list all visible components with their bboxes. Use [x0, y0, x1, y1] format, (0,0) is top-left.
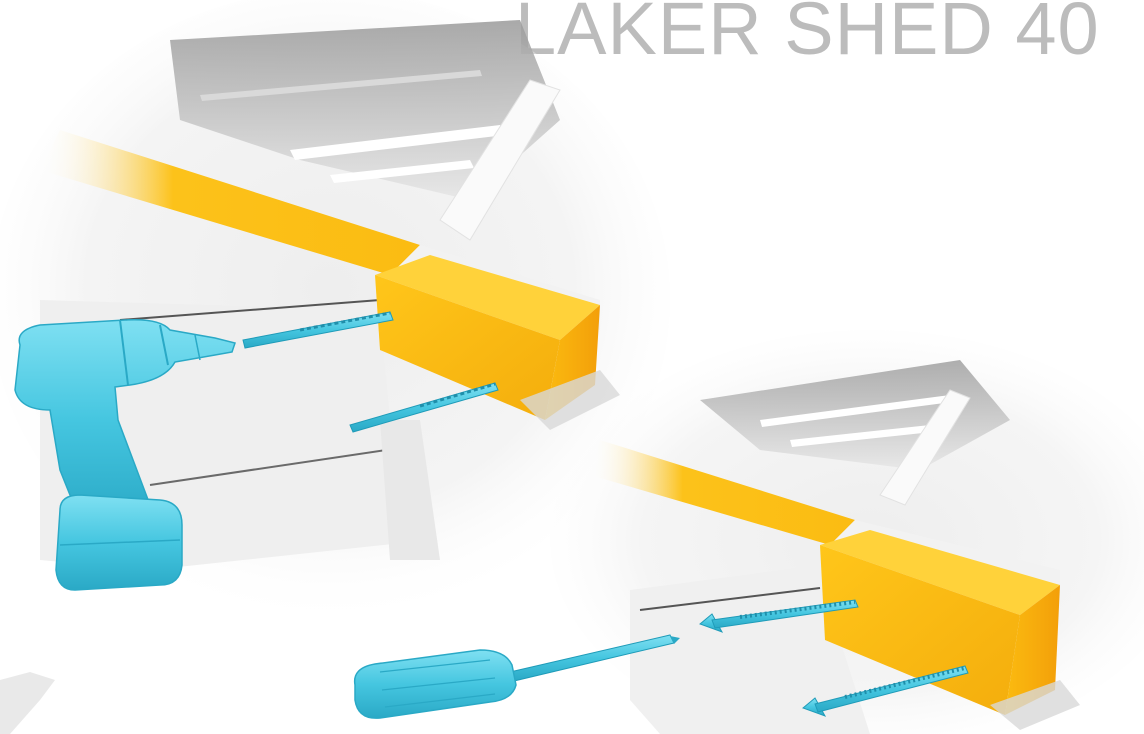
corner-mark [0, 672, 55, 734]
